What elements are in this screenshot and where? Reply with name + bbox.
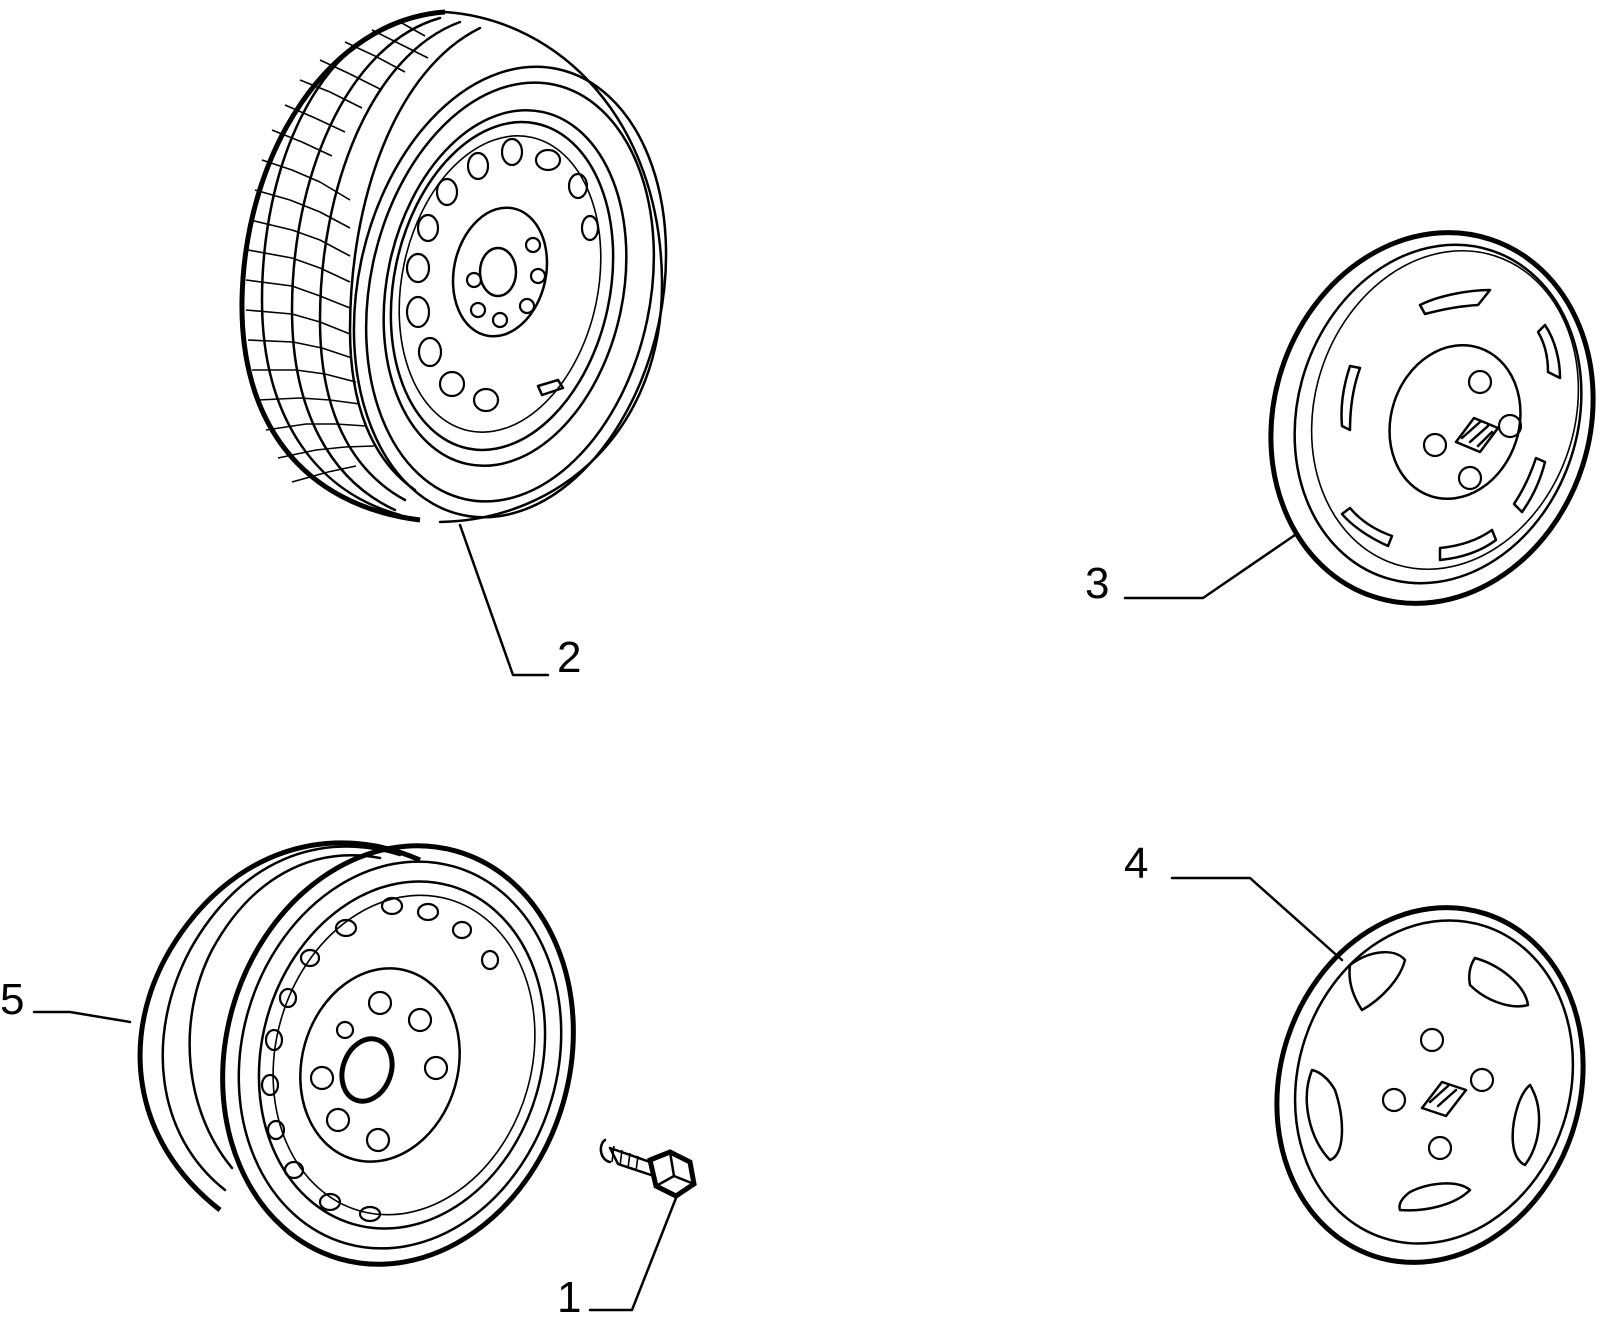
bolt (599, 1138, 697, 1199)
leader-lines (32, 523, 1344, 1312)
hubcap-b (1274, 905, 1586, 1265)
wheel-with-tyre (239, 9, 668, 524)
hubcap-a (1268, 230, 1596, 606)
rim (137, 840, 576, 1267)
callout-4: 4 (1124, 839, 1149, 888)
callout-5: 5 (0, 975, 25, 1024)
callout-3: 3 (1085, 559, 1110, 608)
callout-1: 1 (557, 1273, 582, 1318)
callout-2: 2 (557, 633, 582, 682)
